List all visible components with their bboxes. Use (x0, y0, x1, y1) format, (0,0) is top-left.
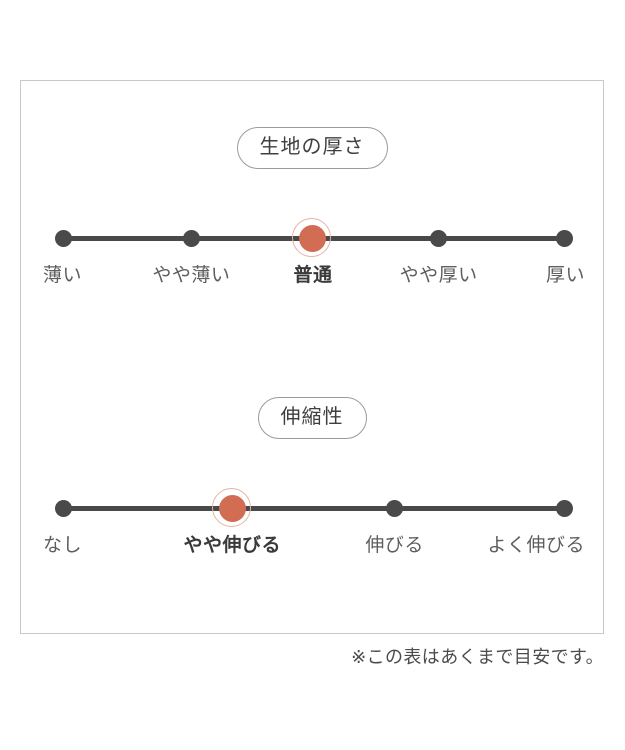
scale-stretch-dot-1-selected[interactable] (211, 488, 251, 527)
scale-thickness: 生地の厚さ 薄い やや薄い 普通 やや厚い 厚い (21, 127, 603, 293)
scale-stretch-label-0: なし (43, 535, 83, 556)
scale-stretch-dot-3[interactable] (555, 500, 573, 517)
scale-stretch-track-area (21, 479, 603, 539)
scale-stretch-label-3: よく伸びる (487, 535, 585, 556)
scale-stretch-label-2: 伸びる (365, 535, 424, 556)
scale-stretch-labels: なし やや伸びる 伸びる よく伸びる (21, 533, 603, 563)
scale-thickness-labels: 薄い やや薄い 普通 やや厚い 厚い (21, 263, 603, 293)
scale-thickness-label-2: 普通 (293, 265, 333, 286)
scale-thickness-dot-2-selected[interactable] (292, 218, 332, 257)
disclaimer-note: ※この表はあくまで目安です。 (351, 647, 604, 667)
fabric-spec-card: 生地の厚さ 薄い やや薄い 普通 やや厚い 厚い 伸縮性 (20, 80, 604, 634)
scale-stretch-label-1: やや伸びる (183, 535, 282, 556)
scale-stretch-track-line (64, 506, 564, 511)
scale-thickness-dot-3[interactable] (430, 230, 448, 247)
scale-thickness-label-0: 薄い (43, 265, 83, 286)
scale-thickness-label-1: やや薄い (152, 265, 231, 286)
scale-thickness-title-pill: 生地の厚さ (236, 127, 388, 169)
scale-stretch: 伸縮性 なし やや伸びる 伸びる よく伸びる (21, 397, 603, 563)
scale-thickness-track-area (21, 209, 603, 269)
scale-thickness-label-4: 厚い (545, 265, 585, 286)
scale-thickness-dot-1[interactable] (182, 230, 200, 247)
scale-thickness-dot-4[interactable] (555, 230, 573, 247)
scale-thickness-dot-0[interactable] (55, 230, 73, 247)
scale-thickness-title-wrap: 生地の厚さ (21, 127, 603, 169)
scale-stretch-dot-0[interactable] (55, 500, 73, 517)
scale-stretch-dot-2[interactable] (386, 500, 404, 517)
scale-stretch-title-pill: 伸縮性 (257, 397, 367, 439)
scale-thickness-label-3: やや厚い (399, 265, 478, 286)
scale-stretch-title-wrap: 伸縮性 (21, 397, 603, 439)
